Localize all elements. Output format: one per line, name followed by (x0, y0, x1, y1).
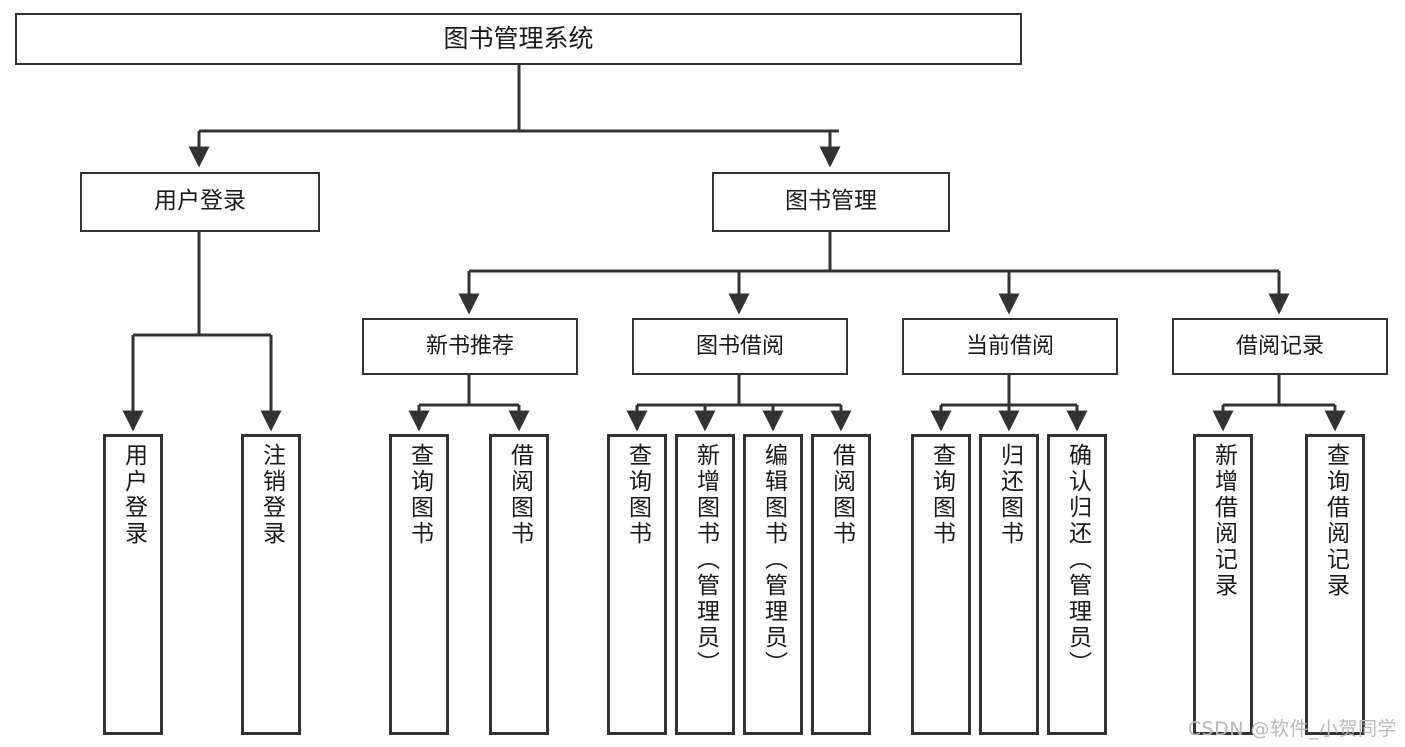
node-borrow-record-label: 借阅记录 (1235, 333, 1324, 359)
node-new-book[interactable]: 新书推荐 (362, 318, 578, 375)
leaf-current-borrow-1[interactable]: 查询图书 (911, 434, 971, 735)
leaf-book-borrow-3-label: 编辑图书（管理员） (760, 443, 787, 677)
leaf-book-borrow-1-label: 查询图书 (624, 443, 651, 547)
leaf-borrow-record-2-label: 查询借阅记录 (1322, 443, 1349, 599)
node-current-borrow[interactable]: 当前借阅 (902, 318, 1118, 375)
leaf-user-login-1[interactable]: 用户登录 (103, 434, 163, 735)
leaf-user-login-2[interactable]: 注销登录 (241, 434, 301, 735)
leaf-book-borrow-4[interactable]: 借阅图书 (811, 434, 871, 735)
leaf-book-borrow-1[interactable]: 查询图书 (607, 434, 667, 735)
leaf-book-borrow-2[interactable]: 新增图书（管理员） (675, 434, 735, 735)
node-current-borrow-label: 当前借阅 (965, 333, 1054, 359)
leaf-borrow-record-2[interactable]: 查询借阅记录 (1305, 434, 1365, 735)
leaf-new-book-2-label: 借阅图书 (506, 443, 533, 547)
leaf-current-borrow-1-label: 查询图书 (928, 443, 955, 547)
leaf-new-book-1-label: 查询图书 (406, 443, 433, 547)
leaf-current-borrow-3[interactable]: 确认归还（管理员） (1047, 434, 1107, 735)
node-user-login-label: 用户登录 (154, 188, 246, 215)
node-root-label: 图书管理系统 (443, 24, 594, 54)
node-book-borrow[interactable]: 图书借阅 (632, 318, 848, 375)
node-book-borrow-label: 图书借阅 (695, 333, 784, 359)
leaf-book-borrow-3[interactable]: 编辑图书（管理员） (743, 434, 803, 735)
leaf-current-borrow-2-label: 归还图书 (996, 443, 1023, 547)
node-user-login[interactable]: 用户登录 (80, 172, 320, 232)
node-book-manage-label: 图书管理 (785, 188, 877, 215)
leaf-book-borrow-2-label: 新增图书（管理员） (692, 443, 719, 677)
leaf-current-borrow-3-label: 确认归还（管理员） (1064, 443, 1091, 677)
leaf-user-login-1-label: 用户登录 (120, 443, 147, 547)
leaf-current-borrow-2[interactable]: 归还图书 (979, 434, 1039, 735)
leaf-borrow-record-1[interactable]: 新增借阅记录 (1193, 434, 1253, 735)
node-book-manage[interactable]: 图书管理 (712, 172, 950, 232)
leaf-user-login-2-label: 注销登录 (258, 443, 285, 547)
node-root[interactable]: 图书管理系统 (15, 13, 1022, 65)
leaf-borrow-record-1-label: 新增借阅记录 (1210, 443, 1237, 599)
node-new-book-label: 新书推荐 (425, 333, 514, 359)
node-borrow-record[interactable]: 借阅记录 (1172, 318, 1388, 375)
leaf-new-book-2[interactable]: 借阅图书 (489, 434, 549, 735)
leaf-new-book-1[interactable]: 查询图书 (389, 434, 449, 735)
leaf-book-borrow-4-label: 借阅图书 (828, 443, 855, 547)
